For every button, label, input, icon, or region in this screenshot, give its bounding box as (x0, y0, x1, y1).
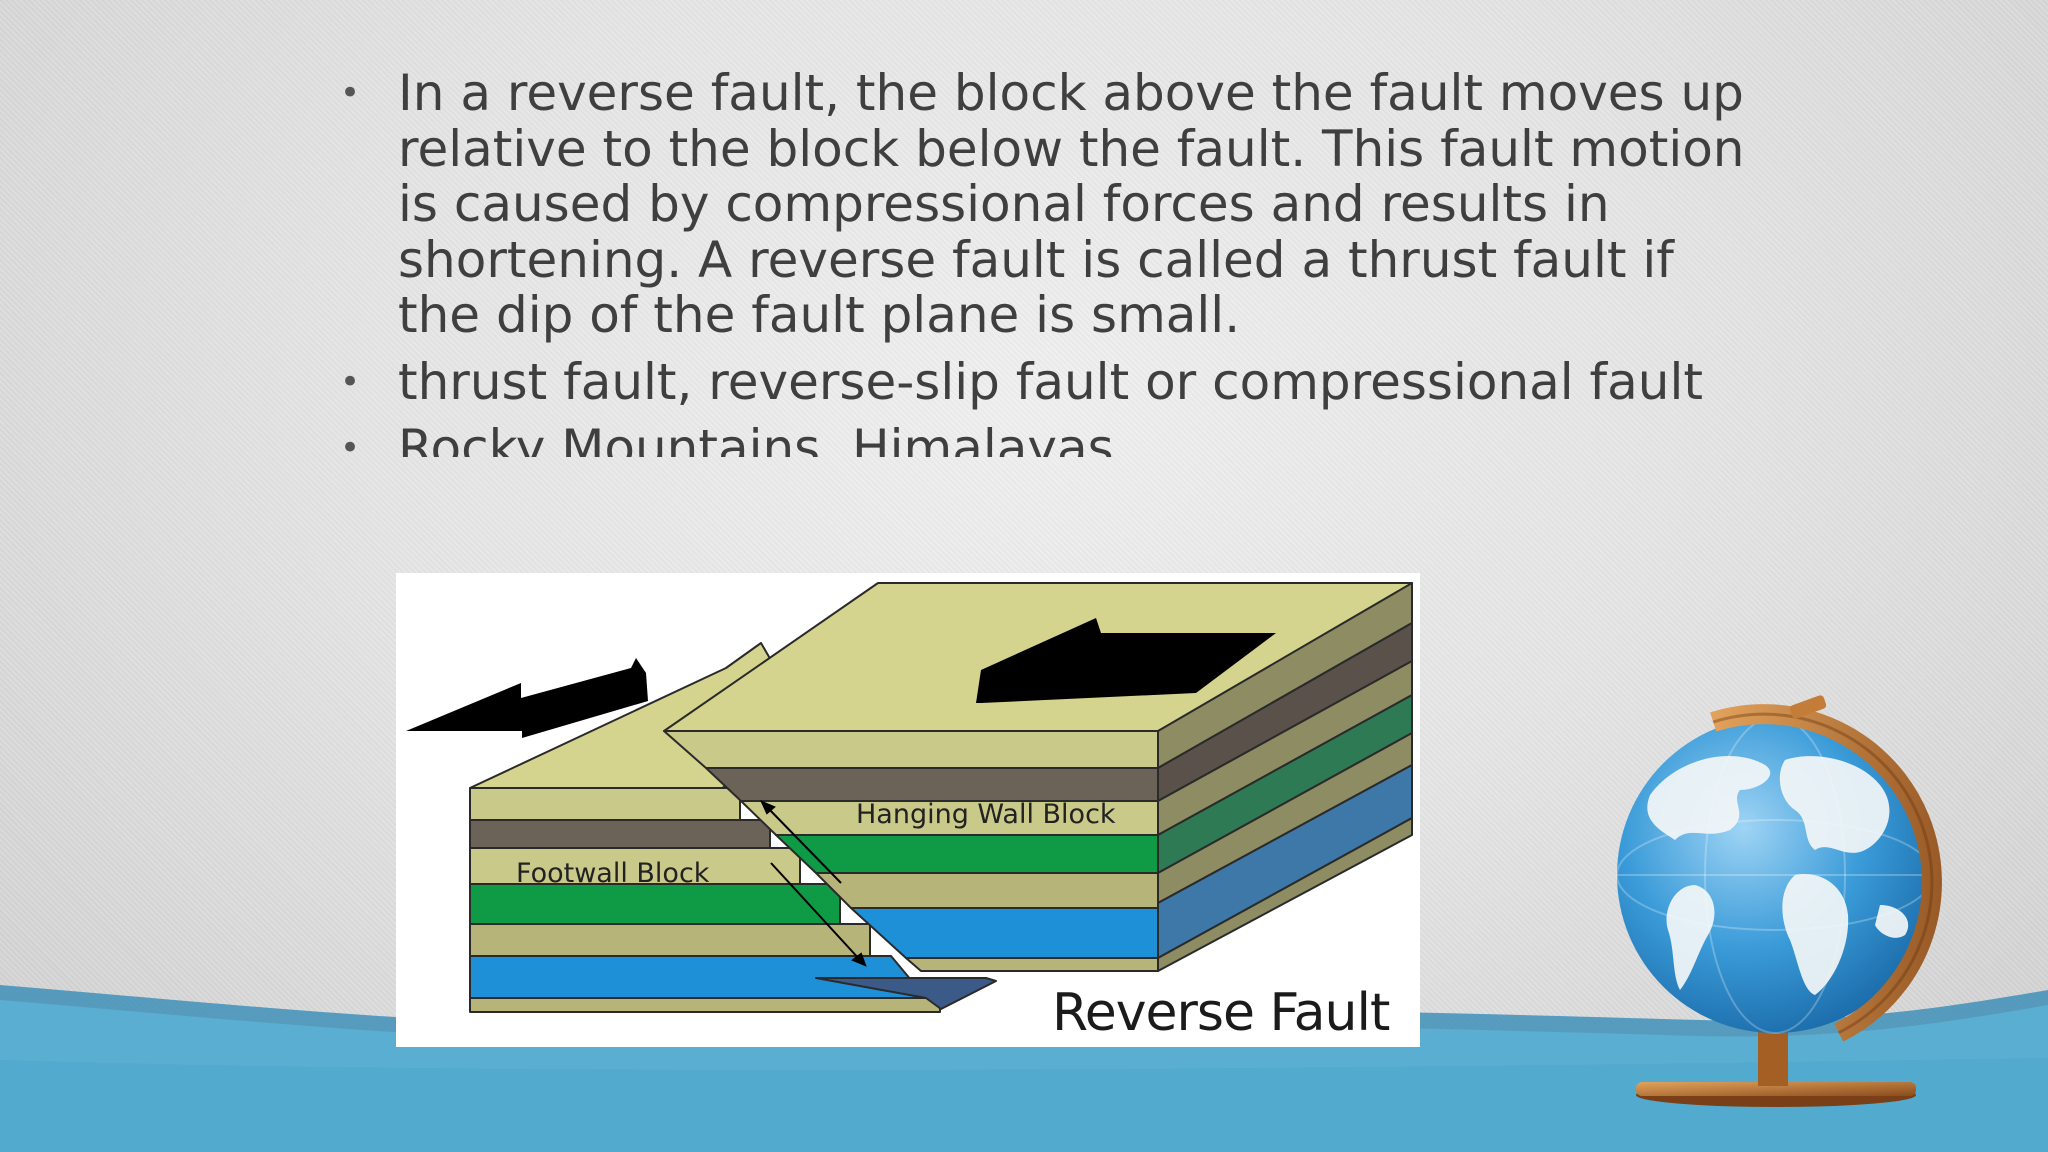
fault-plane-face (815, 977, 997, 1010)
fault-block-illustration (406, 582, 1413, 1013)
bullet-item: • thrust fault, reverse-slip fault or co… (330, 352, 1750, 411)
hanging-wall-layer-brown (705, 767, 1159, 802)
bullet-item: • In a reverse fault, the block above th… (330, 64, 1750, 344)
hanging-wall-layer-khaki (815, 872, 1159, 909)
hanging-wall-layer-khaki (663, 730, 1159, 769)
fault-motion-arrows (760, 800, 867, 967)
footwall-layer-khaki (469, 787, 741, 821)
bullet-item: • Rocky Mountains, Himalayas (330, 421, 1750, 457)
footwall-layer-green (469, 883, 841, 925)
arrow-right-icon (406, 658, 648, 738)
hanging-wall-layer-blue (850, 907, 1159, 959)
hanging-wall-layer-khaki (905, 957, 1159, 972)
bullet-text: thrust fault, reverse-slip fault or comp… (398, 352, 1703, 411)
hanging-wall-label: Hanging Wall Block (856, 799, 1116, 830)
bullet-text: In a reverse fault, the block above the … (398, 64, 1745, 344)
footwall-label: Footwall Block (516, 858, 710, 889)
diagram-title: Reverse Fault (1052, 983, 1390, 1043)
footwall-layer-brown (469, 819, 771, 849)
bullet-marker: • (340, 428, 361, 457)
arrow-left-icon (976, 618, 1276, 703)
globe-icon (1616, 695, 1942, 1107)
hanging-wall-layer-green (775, 834, 1159, 874)
footwall-layer-khaki (469, 997, 941, 1013)
footwall-layer-khaki (469, 923, 871, 957)
reverse-fault-diagram: Hanging Wall Block Footwall Block Revers… (396, 573, 1420, 1047)
bullet-list: • In a reverse fault, the block above th… (330, 64, 1750, 468)
bullet-marker: • (340, 73, 361, 113)
bullet-text: Rocky Mountains, Himalayas (398, 421, 1114, 457)
bullet-marker: • (340, 361, 361, 402)
